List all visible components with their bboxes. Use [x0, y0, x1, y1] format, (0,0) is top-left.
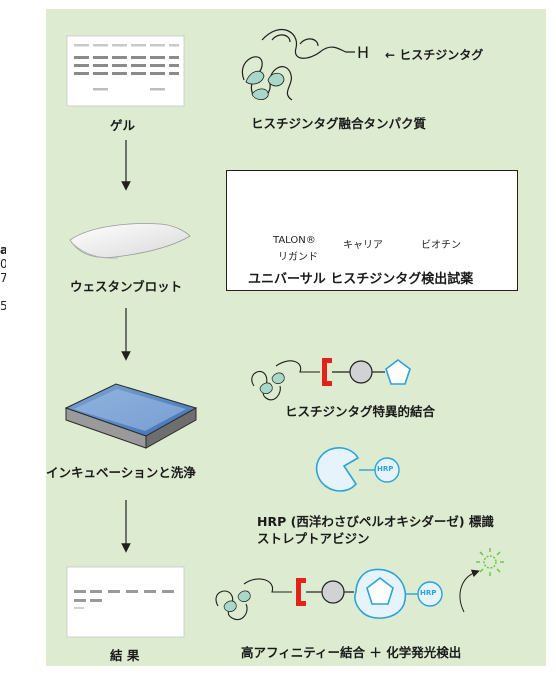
specific-binding-label: ヒスチジンタグ特異的結合 [285, 404, 436, 419]
specific-binding-diagram [251, 358, 411, 401]
gel-image [66, 35, 185, 107]
step-gel-label: ゲル [110, 118, 136, 133]
step-western-blot-label: ウェスタンブロット [70, 279, 183, 294]
fusion-protein-label: ヒスチジンタグ融合タンパク質 [251, 116, 427, 131]
biotin-label: ビオチン [421, 240, 461, 251]
step-incubation-label: インキュベーションと洗浄 [46, 465, 196, 480]
carrier-label: キャリア [343, 240, 383, 251]
hrp-label-line1: HRP (西洋わさびペルオキシダーゼ) 標識 [257, 514, 494, 529]
edge-fragment: 5 [0, 299, 6, 313]
reagent-title: ユニバーサル ヒスチジンタグ検出試薬 [248, 272, 474, 287]
fusion-protein-helix [241, 29, 355, 101]
his-tag-callout: ← ヒスチジンタグ [385, 48, 484, 62]
his-tag-label: H [357, 43, 370, 62]
diagram-panel [46, 9, 546, 666]
edge-fragment: 0 [0, 257, 6, 271]
edge-fragment: a [0, 243, 6, 257]
talon-label: TALON® [273, 235, 316, 246]
ligand-label: リガンド [278, 252, 318, 263]
hrp-badge-final: HRP [420, 589, 437, 597]
membrane-image [69, 223, 191, 259]
result-blot-image [66, 566, 185, 638]
hrp-label-line2: ストレプトアビジン [257, 531, 370, 546]
chemiluminescence-glow-icon [476, 548, 504, 576]
edge-fragment: 7 [0, 271, 6, 285]
cropped-edge-text: a 0 7 5 [0, 243, 6, 313]
step-result-label: 結 果 [110, 648, 140, 663]
final-complex-diagram [215, 568, 480, 621]
final-label: 高アフィニティー結合 ＋ 化学発光検出 [241, 645, 462, 660]
incubation-tray-image [64, 383, 198, 449]
hrp-badge: HRP [377, 465, 394, 473]
reagent-box [226, 170, 518, 291]
hrp-streptavidin-diagram [315, 447, 400, 492]
